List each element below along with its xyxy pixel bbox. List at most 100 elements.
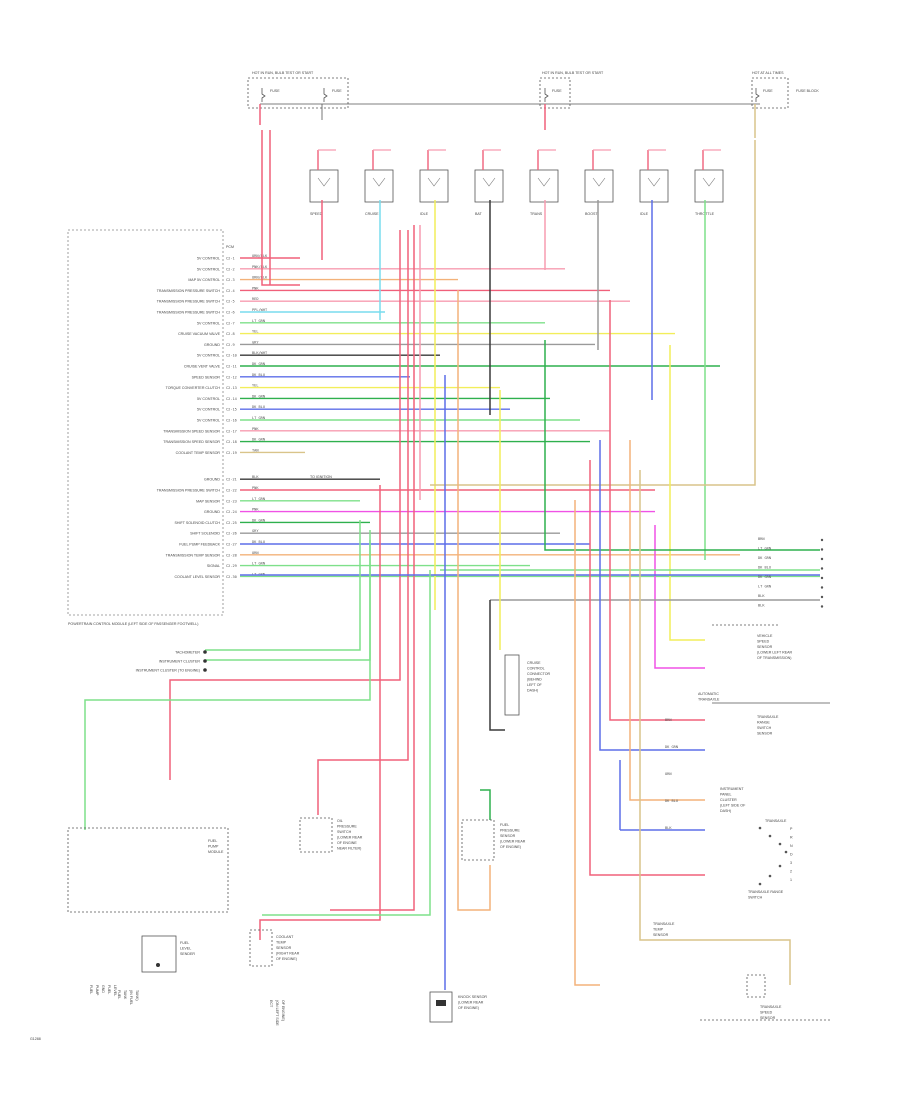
ecm-pin-number: C2-26 bbox=[226, 532, 237, 536]
wire-code: LT GRN bbox=[252, 416, 265, 420]
svg-text:RANGE: RANGE bbox=[757, 721, 770, 725]
wire-code: YEL bbox=[252, 384, 259, 388]
ecm-pin-number: C2-10 bbox=[226, 354, 237, 358]
svg-text:TRANSAXLE: TRANSAXLE bbox=[653, 922, 675, 926]
svg-text:MODULE: MODULE bbox=[208, 850, 224, 854]
ecm-pin-label: 5V CONTROL bbox=[197, 354, 220, 358]
ecm-pin-number: C2-15 bbox=[226, 408, 237, 412]
ecm-pin-label: COOLANT TEMP SENSOR bbox=[176, 451, 221, 455]
relay-label-4: BAT bbox=[475, 212, 483, 216]
svg-text:PUMP: PUMP bbox=[208, 845, 219, 849]
bus-code: DK GRN bbox=[758, 556, 771, 560]
ecm-pin-number: C2-16 bbox=[226, 419, 237, 423]
bus-code: DK GRN bbox=[758, 575, 771, 579]
svg-text:OF ENGINE): OF ENGINE) bbox=[276, 957, 297, 961]
svg-text:(LEFT SIDE OF: (LEFT SIDE OF bbox=[720, 804, 746, 808]
fuse-3-label: HOT AT ALL TIMES bbox=[752, 71, 784, 75]
transaxle-speed-sensor bbox=[746, 974, 766, 998]
ecm-pin-label: 5V CONTROL bbox=[197, 397, 220, 401]
svg-text:TEMP: TEMP bbox=[653, 928, 664, 932]
svg-text:OF ENGINE: OF ENGINE bbox=[337, 841, 357, 845]
svg-text:SWITCH: SWITCH bbox=[748, 896, 763, 900]
svg-text:SPEED: SPEED bbox=[757, 640, 770, 644]
svg-text:(LOWER REAR: (LOWER REAR bbox=[500, 840, 526, 844]
svg-text:PANEL: PANEL bbox=[720, 793, 732, 797]
ecm-pin-label: 5V CONTROL bbox=[197, 408, 220, 412]
oil-pressure-switch bbox=[299, 817, 333, 853]
ecm-pin-number: C2-8 bbox=[226, 332, 235, 336]
svg-text:TRANSAXLE: TRANSAXLE bbox=[760, 1005, 782, 1009]
relay-8: THROTTLE bbox=[694, 149, 724, 216]
ecm-pin-number: C2-9 bbox=[226, 343, 235, 347]
ecm-pin-label: TRANSMISSION TEMP SENSOR bbox=[166, 553, 221, 557]
svg-text:SWITCH: SWITCH bbox=[757, 726, 772, 730]
svg-text:(RIGHT REAR: (RIGHT REAR bbox=[276, 952, 300, 956]
bus-code: LT GRN bbox=[758, 547, 771, 551]
svg-text:SENDER: SENDER bbox=[180, 952, 195, 956]
wire-code: DK BLU bbox=[252, 405, 265, 409]
wire-code: ORN/BLK bbox=[252, 254, 268, 258]
svg-text:TANK): TANK) bbox=[135, 990, 139, 1001]
harness-wire bbox=[609, 300, 705, 721]
harness-wire bbox=[259, 485, 381, 940]
ecm-pin-number: C2-21 bbox=[226, 478, 237, 482]
wire-code: RED bbox=[252, 297, 259, 301]
coolant-temp-sensor bbox=[249, 929, 273, 967]
wire-code: DK BLU bbox=[252, 540, 265, 544]
fuse-box-1 bbox=[247, 77, 349, 109]
svg-text:TRANSAXLE: TRANSAXLE bbox=[757, 715, 779, 719]
bus-code: BRN bbox=[758, 537, 765, 541]
wire-code: TAN bbox=[252, 448, 259, 452]
harness-wire bbox=[619, 760, 705, 831]
range-pin-label: R bbox=[790, 836, 793, 840]
wire-code: LT GRN bbox=[252, 562, 265, 566]
ecm-pin-label: SHIFT SOLENOID CLUTCH bbox=[175, 521, 221, 525]
ecm-pin-label: SIGNAL bbox=[207, 564, 220, 568]
wire-code: BLK bbox=[252, 475, 259, 479]
ecm-pin-label: COOLANT LEVEL SENSOR bbox=[174, 575, 220, 579]
fuse-section bbox=[247, 77, 789, 138]
range-pin-label: N bbox=[790, 844, 793, 848]
relay-6: BOOST bbox=[584, 149, 614, 216]
svg-text:AUTOMATIC: AUTOMATIC bbox=[698, 692, 719, 696]
relay-label-6: BOOST bbox=[585, 212, 598, 216]
svg-text:FUEL: FUEL bbox=[180, 941, 189, 945]
harness-wire bbox=[669, 345, 705, 641]
ecm-pin-number: C2-30 bbox=[226, 575, 237, 579]
harness-wire bbox=[205, 530, 371, 661]
tps-wire-code: BLK bbox=[665, 826, 672, 830]
ecm-pin-number: C2-5 bbox=[226, 300, 235, 304]
relay-label-5: TRANS bbox=[530, 212, 543, 216]
footer-code: G1288 bbox=[30, 1037, 41, 1041]
svg-text:FUEL: FUEL bbox=[500, 823, 509, 827]
range-top-label: TRANSAXLE bbox=[765, 819, 787, 823]
wire-code: PNK bbox=[252, 286, 259, 290]
svg-text:(LOWER LEFT REAR: (LOWER LEFT REAR bbox=[757, 651, 792, 655]
harness-wire bbox=[317, 230, 409, 815]
svg-text:TRANSAXLE RANGE: TRANSAXLE RANGE bbox=[748, 890, 784, 894]
tps-wire-code: BRN bbox=[665, 718, 672, 722]
ecm-pin-number: C2-29 bbox=[226, 564, 237, 568]
svg-text:KNOCK SENSOR: KNOCK SENSOR bbox=[458, 995, 487, 999]
svg-text:INSTRUMENT: INSTRUMENT bbox=[720, 787, 744, 791]
svg-text:SENSOR: SENSOR bbox=[653, 933, 669, 937]
svg-text:OF ENGINE): OF ENGINE) bbox=[281, 1000, 285, 1021]
